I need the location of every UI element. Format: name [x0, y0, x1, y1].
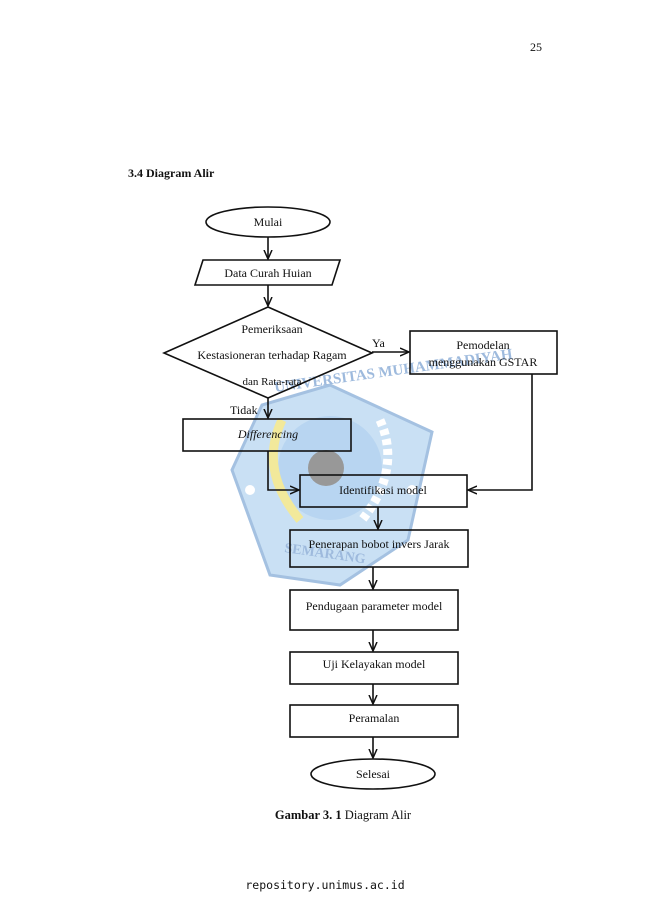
identifikasi-label: Identifikasi model — [339, 483, 427, 497]
uji-label: Uji Kelayakan model — [323, 657, 426, 671]
yes-label: Ya — [372, 336, 385, 350]
gstar-label-line2: menggunakan GSTAR — [429, 355, 538, 369]
page-number: 25 — [530, 40, 542, 54]
arrow-gstar-to-identifikasi — [469, 374, 533, 490]
gstar-label-line1: Pemodelan — [456, 338, 509, 352]
pendugaan-label: Pendugaan parameter model — [306, 599, 443, 613]
peramalan-label: Peramalan — [349, 711, 400, 725]
penerapan-box — [289, 529, 469, 568]
decision-label-line1: Pemeriksaan — [241, 322, 302, 336]
decision-label-line3: dan Rata-rata — [243, 376, 302, 388]
end-label: Selesai — [356, 767, 391, 781]
caption-label: Gambar 3. 1 — [274, 808, 342, 822]
gstar-box — [409, 330, 558, 375]
caption-text: Diagram Alir — [344, 808, 412, 822]
differencing-label: Differencing — [237, 427, 298, 441]
arrow-differencing-to-identifikasi — [267, 451, 298, 490]
end-terminal — [310, 758, 436, 790]
start-label: Mulai — [254, 215, 283, 229]
differencing-box — [182, 418, 352, 452]
data-input-label: Data Curah Huian — [224, 266, 311, 280]
repository-footer: repository.unimus.ac.id — [245, 878, 405, 892]
no-label: Tidak — [230, 403, 258, 417]
penerapan-label: Penerapan bobot invers Jarak — [309, 537, 450, 551]
decision-label-line2: Kestasioneran terhadap Ragam — [197, 348, 347, 362]
pendugaan-box — [289, 589, 459, 631]
uji-box — [289, 651, 459, 685]
figure-caption: Gambar 3. 1 Diagram Alir — [0, 808, 650, 823]
data-input-shape — [193, 259, 342, 286]
peramalan-box — [289, 704, 459, 738]
section-heading: 3.4 Diagram Alir — [128, 166, 215, 180]
